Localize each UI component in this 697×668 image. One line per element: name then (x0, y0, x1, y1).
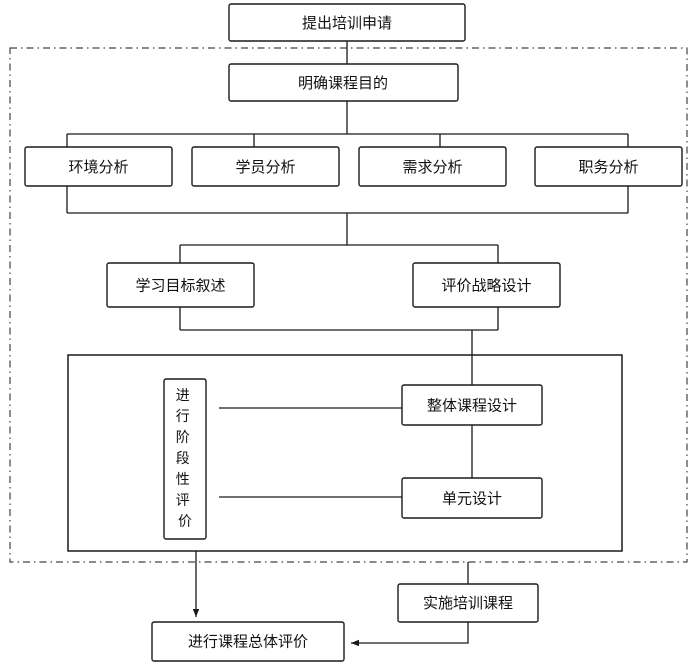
stage-eval-char-2: 阶 (176, 430, 190, 446)
node-evaluation-strategy-label: 评价战略设计 (441, 277, 531, 295)
node-learning-objectives[interactable]: 学习目标叙述 (106, 262, 255, 308)
node-implement-training-label: 实施培训课程 (423, 594, 513, 612)
node-training-request-label: 提出培训申请 (302, 14, 392, 32)
node-course-purpose[interactable]: 明确课程目的 (228, 63, 459, 102)
dashed-scope-boundary (9, 47, 688, 563)
node-environment-analysis[interactable]: 环境分析 (24, 146, 173, 187)
node-stage-evaluation-label: 进 行 阶 段 性 评 价 (176, 388, 194, 530)
stage-eval-char-1: 行 (176, 409, 190, 425)
stage-eval-char-0: 进 (176, 388, 190, 404)
node-trainee-analysis[interactable]: 学员分析 (191, 146, 340, 187)
inner-design-group-box (67, 354, 623, 552)
node-stage-evaluation[interactable]: 进 行 阶 段 性 评 价 (163, 378, 207, 540)
node-unit-design-label: 单元设计 (442, 490, 502, 508)
node-needs-analysis-label: 需求分析 (402, 158, 462, 176)
node-job-analysis-label: 职务分析 (578, 158, 638, 176)
node-trainee-analysis-label: 学员分析 (235, 158, 295, 176)
stage-eval-char-3: 段 (176, 451, 190, 467)
node-training-request[interactable]: 提出培训申请 (228, 3, 466, 42)
stage-eval-char-5: 评 (176, 493, 190, 509)
stage-eval-char-6: 价 (178, 514, 192, 530)
node-needs-analysis[interactable]: 需求分析 (358, 146, 507, 187)
node-evaluation-strategy[interactable]: 评价战略设计 (412, 262, 561, 308)
node-course-purpose-label: 明确课程目的 (298, 74, 388, 92)
node-job-analysis[interactable]: 职务分析 (534, 146, 683, 187)
node-overall-evaluation[interactable]: 进行课程总体评价 (151, 621, 345, 662)
node-overall-evaluation-label: 进行课程总体评价 (188, 633, 308, 651)
node-overall-course-design-label: 整体课程设计 (427, 397, 517, 415)
node-environment-analysis-label: 环境分析 (68, 158, 128, 176)
node-learning-objectives-label: 学习目标叙述 (135, 277, 225, 295)
stage-eval-char-4: 性 (176, 472, 190, 488)
node-implement-training[interactable]: 实施培训课程 (397, 583, 539, 623)
connector-implement-to-overall-evaluation (351, 617, 469, 647)
node-overall-course-design[interactable]: 整体课程设计 (401, 384, 543, 426)
node-unit-design[interactable]: 单元设计 (401, 477, 543, 519)
